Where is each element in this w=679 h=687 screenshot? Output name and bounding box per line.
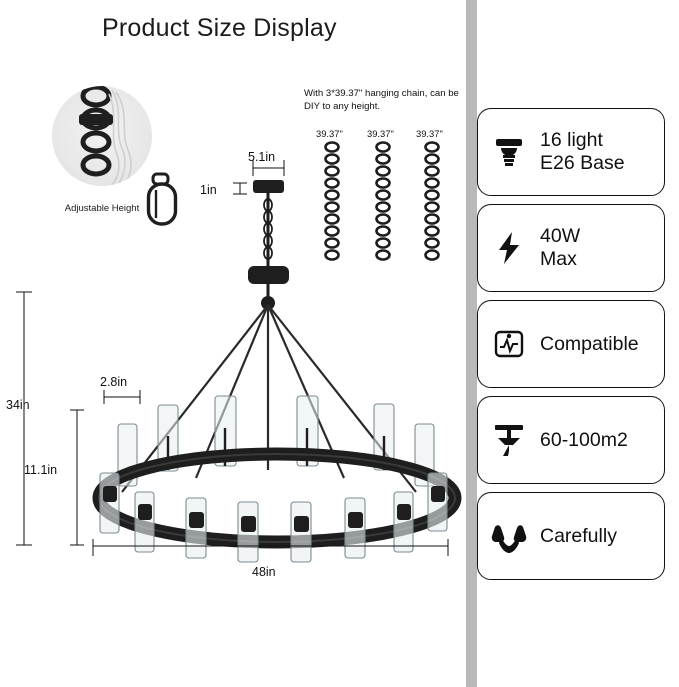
chain-detail-illustration (79, 86, 132, 186)
feature-label-dimmable: Compatible (540, 332, 639, 355)
dimmer-switch-icon (478, 325, 540, 363)
chandelier-illustration (16, 160, 462, 563)
feature-label-bulb: 16 light E26 Base (540, 129, 625, 174)
carabiner-icon (146, 172, 178, 226)
canopy-height-label: 1in (200, 183, 217, 197)
panel-divider (466, 0, 477, 687)
glass-width-label: 2.8in (100, 375, 128, 389)
feature-label-wattage: 40W Max (540, 225, 581, 270)
illustration-panel: Product Size Display Adjustable Height (6, 14, 462, 579)
feature-label-handling: Carefully (540, 524, 617, 547)
diameter-label: 48in (252, 565, 276, 579)
ceiling-mount-icon (478, 421, 540, 459)
chain-note: With 3*39.37" hanging chain, can be DIY … (304, 88, 459, 112)
fixture-height-label: 11.1in (24, 463, 58, 477)
chain-length-label-1: 39.37" (316, 128, 343, 139)
inset-caption: Adjustable Height (64, 203, 140, 214)
feature-card-bulb: 16 light E26 Base (477, 108, 665, 196)
chain-length-label-3: 39.37" (416, 128, 443, 139)
feature-card-dimmable: Compatible (477, 300, 665, 388)
chain-length-label-2: 39.37" (367, 128, 394, 139)
feature-card-wattage: 40W Max (477, 204, 665, 292)
feature-card-handling: Carefully (477, 492, 665, 580)
handling-care-icon (478, 517, 540, 555)
hanging-chains-illustration (324, 141, 440, 261)
page-title: Product Size Display (102, 14, 337, 42)
feature-card-area: 60-100m2 (477, 396, 665, 484)
adjustable-height-inset (52, 86, 152, 186)
feature-list: 16 light E26 Base 40W Max Compatible (477, 0, 679, 687)
lightning-bolt-icon (478, 229, 540, 267)
feature-label-area: 60-100m2 (540, 428, 628, 451)
canopy-width-label: 5.1in (248, 150, 276, 164)
bulb-socket-icon (478, 133, 540, 171)
